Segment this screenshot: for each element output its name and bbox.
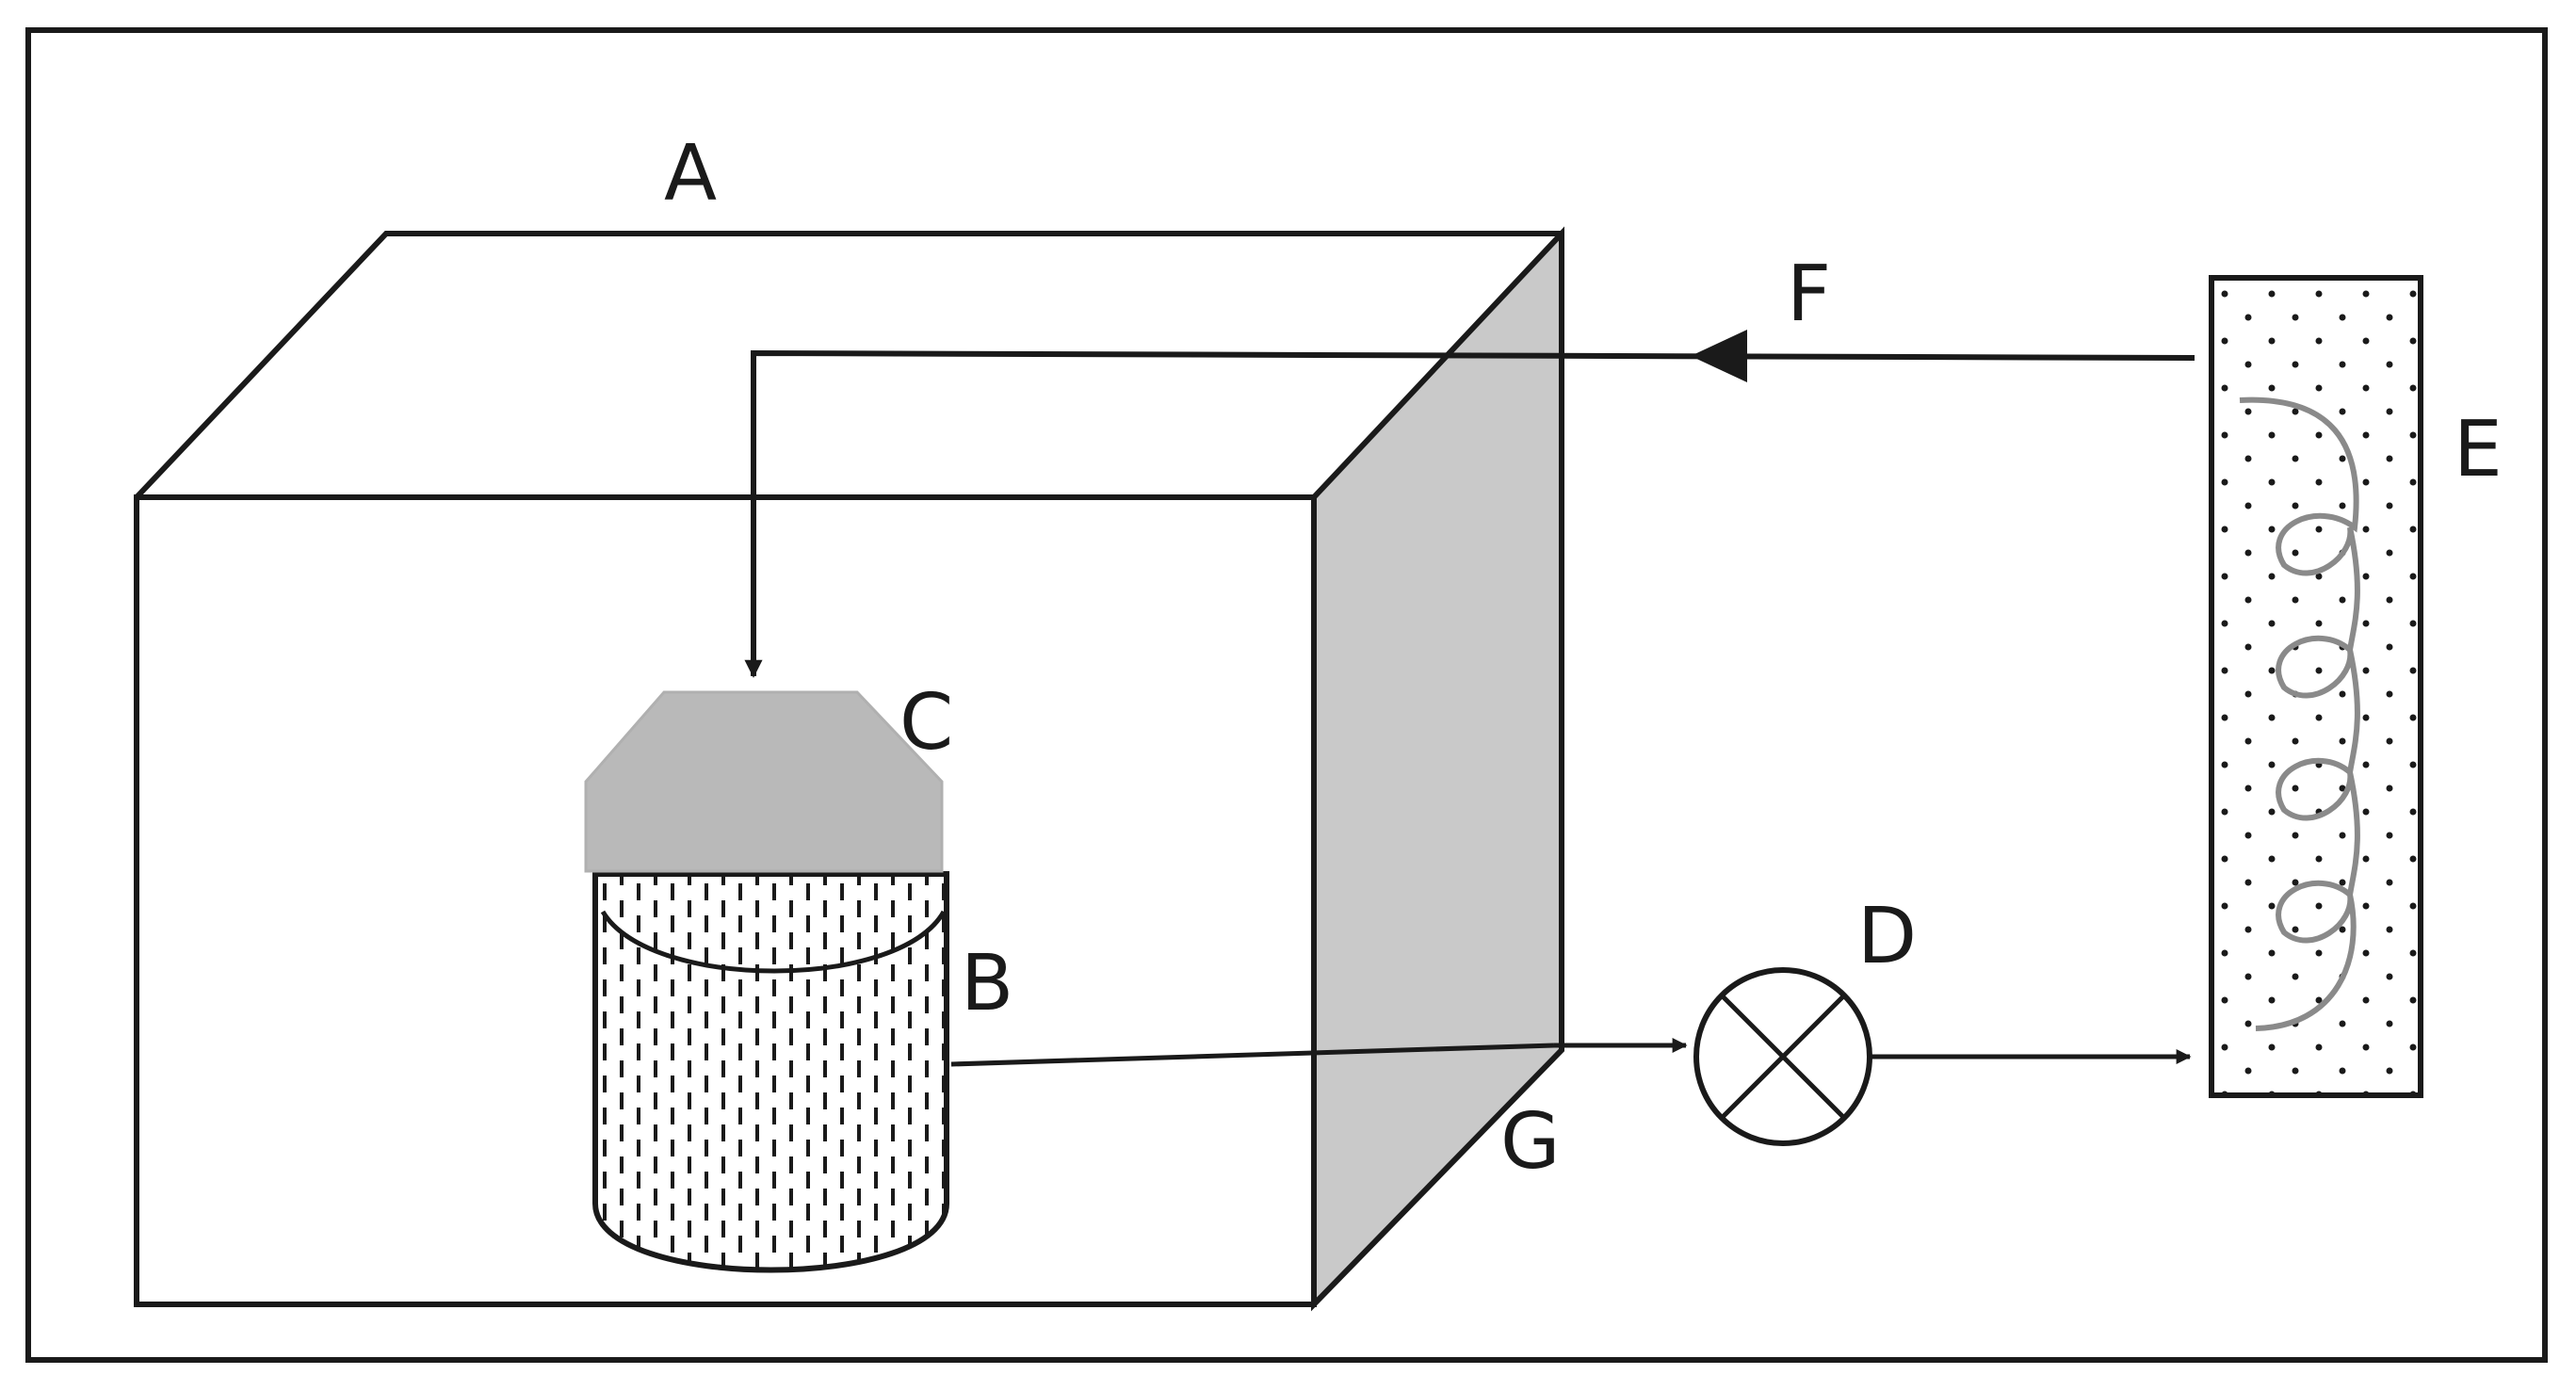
label-d: D [1857, 892, 1917, 981]
label-e: E [2454, 405, 2503, 494]
column-e [2209, 275, 2423, 1098]
column-coil [2239, 396, 2360, 1031]
label-a: A [664, 129, 717, 218]
label-b: B [961, 939, 1013, 1028]
container-rim [600, 910, 947, 974]
chamber-front-face [134, 494, 1317, 1307]
return-line-arrowhead [1691, 330, 1747, 382]
label-c: C [899, 678, 953, 768]
chamber-top-edges [134, 231, 1562, 500]
outlet-line-g [950, 1043, 1555, 1067]
container-b [592, 871, 949, 1273]
pump-d [1693, 967, 1872, 1146]
label-g: G [1500, 1097, 1561, 1187]
chamber-box [134, 226, 1564, 1312]
outer-frame [25, 27, 2548, 1363]
cap-c [584, 690, 944, 873]
label-f: F [1787, 250, 1831, 339]
pump-cross-2 [1720, 994, 1846, 1120]
container-body [592, 871, 949, 1273]
